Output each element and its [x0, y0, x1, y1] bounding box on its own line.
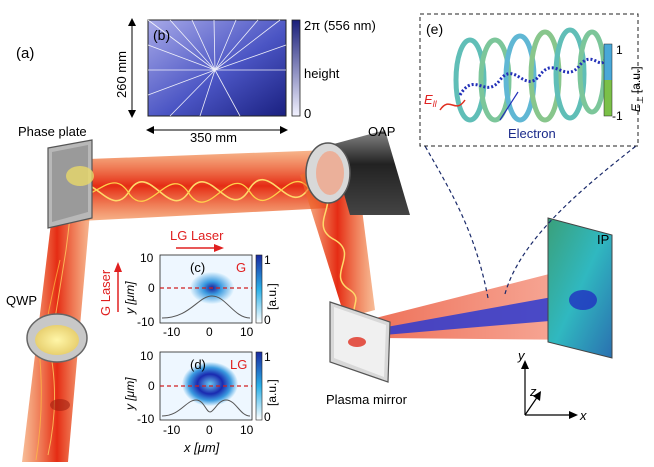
- e-parallel-label: Ell: [424, 92, 438, 109]
- panel-c-label: (c): [190, 260, 205, 275]
- axis-z-label: z: [529, 384, 537, 399]
- panel-c-ytick-mid: 0: [148, 281, 155, 295]
- g-laser-label: G Laser: [98, 269, 113, 316]
- panel-e-cbar-bottom: -1: [612, 109, 623, 123]
- panel-c-tag: G: [236, 260, 246, 275]
- panel-c: [159, 254, 263, 324]
- axis-x-label: x: [579, 408, 587, 423]
- panel-e-cbar-title-main: E: [629, 103, 643, 112]
- panel-e-cbar-title-sub: ⊥: [635, 96, 645, 104]
- e-parallel-main: E: [424, 92, 433, 107]
- width-dimension: 350 mm: [190, 130, 237, 145]
- coordinate-axes: [521, 360, 578, 419]
- plasma-mirror-label: Plasma mirror: [326, 392, 408, 407]
- panel-c-cbar-top: 1: [264, 253, 271, 267]
- panel-c-cbar-bottom: 0: [264, 313, 271, 327]
- ip-label: IP: [597, 232, 609, 247]
- qwp-label: QWP: [6, 293, 37, 308]
- panel-c-cbar-unit: [a.u.]: [265, 283, 279, 310]
- electron-label: Electron: [508, 126, 556, 141]
- panel-c-xtick-3: 10: [240, 325, 254, 339]
- height-dimension: 260 mm: [114, 51, 129, 98]
- panel-b: [128, 18, 301, 134]
- panel-e-label: (e): [426, 21, 443, 37]
- panel-d: [159, 351, 263, 421]
- beam-reflected: [360, 270, 590, 340]
- panel-d-ylabel: y [μm]: [123, 377, 137, 411]
- phase-plate-optic: [47, 139, 94, 229]
- panel-c-xtick-1: -10: [163, 325, 181, 339]
- qwp-optic: [26, 313, 88, 411]
- colorbar-b-title: height: [304, 66, 340, 81]
- panel-d-cbar-top: 1: [264, 350, 271, 364]
- panel-d-cbar-bottom: 0: [264, 410, 271, 424]
- panel-d-ytick-bot: -10: [137, 412, 155, 426]
- plasma-mirror-optic: [329, 301, 391, 383]
- colorbar-b-bottom: 0: [304, 106, 311, 121]
- panel-b-label: (b): [153, 27, 170, 43]
- panel-d-xtick-2: 0: [206, 423, 213, 437]
- panel-e-cbar-unit: [a.u.]: [629, 66, 643, 93]
- oap-label: OAP: [368, 124, 395, 139]
- panel-a-label: (a): [16, 45, 34, 62]
- colorbar-b-top: 2π (556 nm): [304, 18, 376, 33]
- axis-y-label: y: [517, 348, 526, 363]
- panel-c-ytick-top: 10: [140, 251, 154, 265]
- panel-d-xtick-3: 10: [240, 423, 254, 437]
- lg-laser-label: LG Laser: [170, 228, 224, 243]
- panel-d-xtick-1: -10: [163, 423, 181, 437]
- panel-d-cbar-unit: [a.u.]: [265, 379, 279, 406]
- panel-e: [419, 13, 639, 147]
- zoom-connector: [424, 145, 637, 299]
- panel-d-label: (d): [190, 357, 206, 372]
- g-laser-arrow: [114, 262, 122, 312]
- phase-plate-label: Phase plate: [18, 124, 87, 139]
- panel-e-cbar-title: E⊥ [a.u.]: [629, 66, 645, 112]
- oap-mirror: [305, 130, 410, 215]
- panel-d-tag: LG: [230, 357, 247, 372]
- panel-d-ytick-mid: 0: [148, 379, 155, 393]
- ip-screen: [547, 217, 613, 359]
- panel-e-cbar-top: 1: [616, 43, 623, 57]
- panel-c-ytick-bot: -10: [137, 315, 155, 329]
- lg-laser-arrow: [176, 244, 224, 252]
- panel-d-ytick-top: 10: [140, 349, 154, 363]
- panel-d-xlabel: x [μm]: [183, 440, 220, 455]
- panel-c-ylabel: y [μm]: [123, 281, 137, 315]
- e-parallel-sub: ll: [433, 99, 438, 109]
- beam-horizontal: [62, 150, 330, 222]
- panel-c-xtick-2: 0: [206, 325, 213, 339]
